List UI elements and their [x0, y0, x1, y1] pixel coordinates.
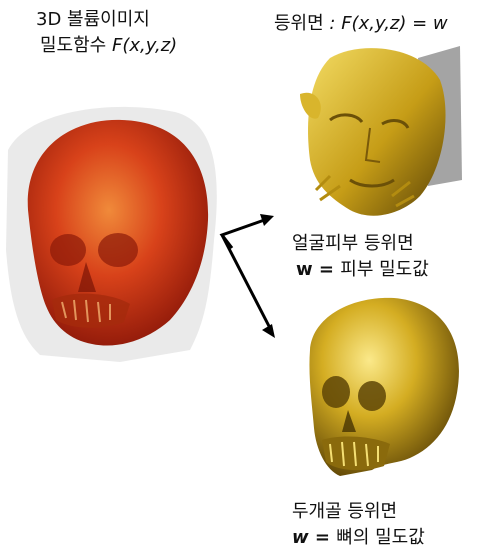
face-equals: =: [313, 259, 341, 280]
face-skin-isosurface: [300, 46, 462, 216]
skull-density-label: 뼈의 밀도값: [336, 527, 425, 548]
skull-isosurface-caption-line2: w = 뼈의 밀도값: [292, 526, 425, 550]
skull-w-variable: w: [292, 527, 309, 548]
branch-arrows: [222, 218, 272, 332]
arrow-to-skull-head: [262, 324, 275, 338]
face-isosurface-caption-line2: w = 피부 밀도값: [296, 258, 429, 282]
skull-isosurface-caption-line1: 두개골 등위면: [292, 500, 397, 524]
face-density-label: 피부 밀도값: [340, 259, 429, 280]
arrow-to-face-head: [260, 214, 274, 226]
face-w-variable: w: [296, 259, 313, 280]
volume-rendered-head: [6, 107, 217, 362]
face-isosurface-caption-line1: 얼굴피부 등위면: [292, 232, 414, 256]
skull-bone-isosurface: [309, 298, 459, 476]
skull-equals: =: [309, 527, 337, 548]
